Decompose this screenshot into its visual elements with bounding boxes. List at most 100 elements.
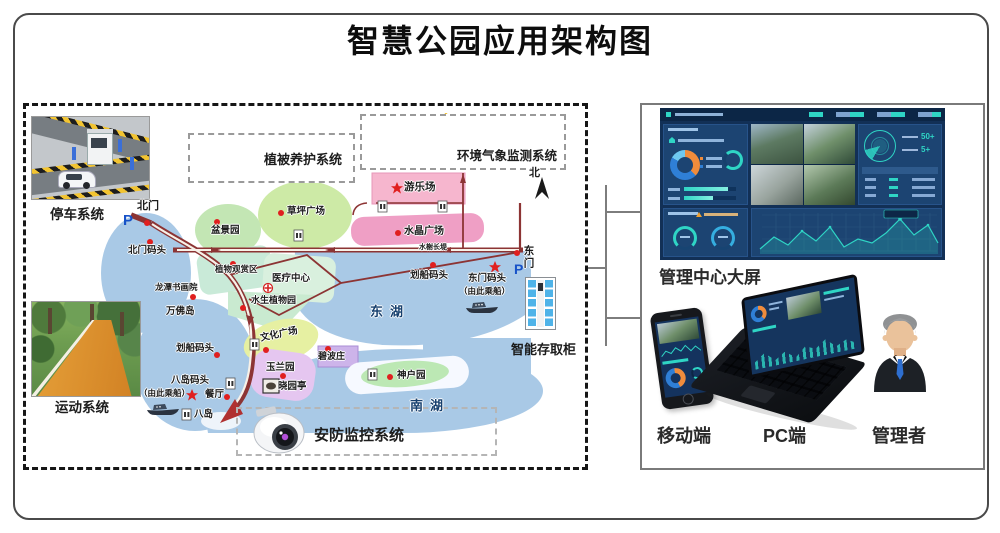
security-camera-icon: [253, 406, 305, 454]
camera-feed: [751, 124, 803, 164]
map-label-crystal: 水晶广场: [404, 226, 444, 237]
warning-icon: [696, 212, 702, 217]
manager-label: 管理者: [872, 426, 926, 446]
camera-feed: [751, 165, 803, 205]
map-label-board-east: （由此乘船）: [459, 286, 511, 296]
road-end-arrow: [220, 399, 243, 423]
map-label-east-lake: 东湖: [370, 304, 411, 319]
ring-gauge: [673, 226, 697, 250]
laptop-icon: [688, 273, 868, 436]
road-arrows: [211, 174, 466, 326]
manager-avatar: [874, 314, 926, 392]
park-map-panel: [23, 103, 588, 470]
screen-label: 管理中心大屏: [659, 268, 761, 287]
playground-area: [371, 172, 466, 205]
east-p-icon: P: [514, 261, 524, 277]
map-label-south-lake: 南湖: [410, 398, 451, 413]
map-label-aquatic: 水生植物园: [251, 295, 297, 305]
vegetation-system-box: [188, 133, 355, 183]
stat-small: 5+: [921, 145, 931, 154]
dashboard-panel-devices: 50+ 5+: [858, 124, 942, 205]
smart-locker-icon: [525, 277, 556, 330]
connector-vertical: [605, 185, 607, 346]
map-label-yulan: 玉兰园: [266, 362, 295, 373]
outer-frame: [13, 13, 989, 520]
connector-to-devices: [605, 317, 640, 319]
medical-area-patch: [262, 253, 336, 303]
boat-icon-east: [466, 302, 498, 313]
compass-arrow: [535, 177, 549, 199]
page-title: 智慧公园应用架构图: [346, 23, 653, 59]
donut-chart: [670, 150, 700, 180]
map-label-eight-dock: 八岛码头: [171, 375, 210, 386]
plant-area-patch: [196, 245, 274, 295]
dashboard-panel-alerts: [663, 208, 748, 257]
map-label-playground: 游乐场: [404, 181, 436, 193]
locker-label: 智能存取柜: [511, 342, 577, 357]
phone-home-button: [681, 392, 695, 406]
map-label-east-dock: 东门码头: [468, 273, 507, 284]
map-label-shenhu: 神户园: [397, 370, 426, 381]
map-label-longtan: 龙潭书画院: [155, 282, 198, 292]
map-label-plant-area: 植物观赏区: [215, 264, 258, 274]
lawn-plaza-area: [258, 181, 352, 249]
map-label-restaurant: 餐厅: [205, 389, 225, 400]
dashboard-nav: [809, 112, 941, 117]
map-label-xiaoyuan: 晓园亭: [278, 381, 307, 392]
pavilion-icon: [262, 378, 280, 394]
dashboard-panel-overview: [663, 124, 748, 205]
weather-system-box: [360, 114, 566, 170]
map-label-board-south: （由此乘船）: [139, 388, 191, 398]
phone-screen: [654, 316, 709, 398]
pc-label: PC端: [763, 426, 807, 446]
mobile-label: 移动端: [657, 426, 711, 446]
parking-system-label: 停车系统: [50, 207, 104, 222]
crystal-plaza-area: [350, 213, 485, 246]
stat-large: 50+: [921, 132, 935, 141]
map-label-north-gate: 北门: [137, 200, 159, 212]
dashboard-screen: 50+ 5+: [660, 108, 945, 260]
trend-line-chart: [759, 209, 939, 254]
map-label-bibo: 碧波庄: [318, 351, 346, 361]
connector-to-screen: [605, 211, 640, 213]
restroom-icons: [181, 200, 448, 421]
map-label-lawn: 草坪广场: [287, 206, 326, 217]
sports-system-label: 运动系统: [55, 400, 109, 415]
mobile-phone-icon: [649, 306, 715, 411]
security-system-label: 安防监控系统: [314, 427, 405, 444]
parking-photo: [31, 116, 150, 200]
home-icon: [669, 137, 675, 143]
ring-gauge: [711, 226, 735, 250]
map-label-boat-dock-east: 划船码头: [410, 270, 449, 281]
parking-p-icon: P: [123, 212, 134, 229]
vegetation-system-label: 植被养护系统: [264, 152, 343, 167]
bonsai-garden-area: [195, 204, 261, 256]
car: [58, 171, 96, 189]
device-table: [862, 167, 938, 203]
map-label-north-dock: 北门码头: [128, 245, 167, 256]
map-label-east-gate: 东门: [522, 245, 535, 270]
poi-markers: [144, 182, 520, 401]
sports-path-photo: [31, 301, 141, 397]
camera-feed: [803, 124, 855, 164]
shenhu-garden-area: [361, 360, 449, 388]
map-label-eight-island: 八岛: [194, 409, 214, 420]
map-label-bonsai: 盆景园: [211, 225, 240, 236]
map-label-medical: 医疗中心: [272, 273, 311, 284]
toll-booth: [87, 133, 113, 165]
weather-system-label: 环境气象监测系统: [457, 149, 558, 163]
radar-chart: [864, 130, 896, 162]
security-system-box: [236, 407, 497, 456]
dashboard-header: [660, 108, 945, 121]
map-label-boat-dock-west: 划船码头: [176, 343, 215, 354]
map-label-causeway: 水榭长堤: [419, 244, 447, 251]
medical-cross-icon: [262, 282, 274, 294]
camera-feed: [803, 165, 855, 205]
connector-stub: [588, 267, 606, 269]
camera-feeds: [751, 124, 855, 205]
dashboard-panel-trend: [751, 208, 942, 257]
road-centerlines: [151, 223, 519, 404]
compass-north-label: 北: [529, 167, 540, 179]
map-label-wanfo: 万佛岛: [166, 306, 195, 317]
